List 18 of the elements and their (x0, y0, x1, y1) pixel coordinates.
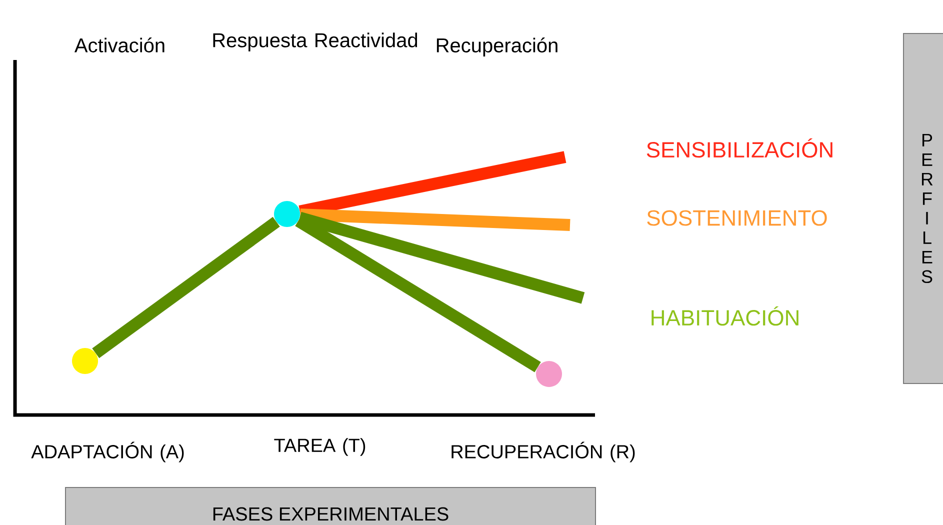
profile-label: SENSIBILIZACIÓN (646, 138, 832, 158)
phase-label: Activación (74, 38, 164, 52)
phase-label: Respuesta Reactividad (213, 32, 418, 52)
profile-label: SOSTENIMIENTO (647, 210, 827, 226)
point-marker (274, 201, 300, 227)
profile-label: HABITUACIÓN (652, 306, 798, 326)
point-marker (72, 348, 98, 374)
phase-label: Recuperación (436, 38, 558, 56)
profile-line (295, 216, 541, 372)
phase-band: FASES EXPERIMENTALES (65, 487, 596, 525)
point-marker (536, 361, 562, 387)
profile-line (92, 216, 280, 358)
phase-axis-label: TAREA (T) (274, 438, 366, 456)
profile-line (298, 212, 585, 304)
phase-axis-label: RECUPERACIÓN (R) (452, 442, 635, 462)
profile-line (300, 208, 570, 231)
profile-band: PERFILES (903, 33, 943, 384)
phase-axis-label: ADAPTACIÓN (A) (31, 442, 184, 462)
